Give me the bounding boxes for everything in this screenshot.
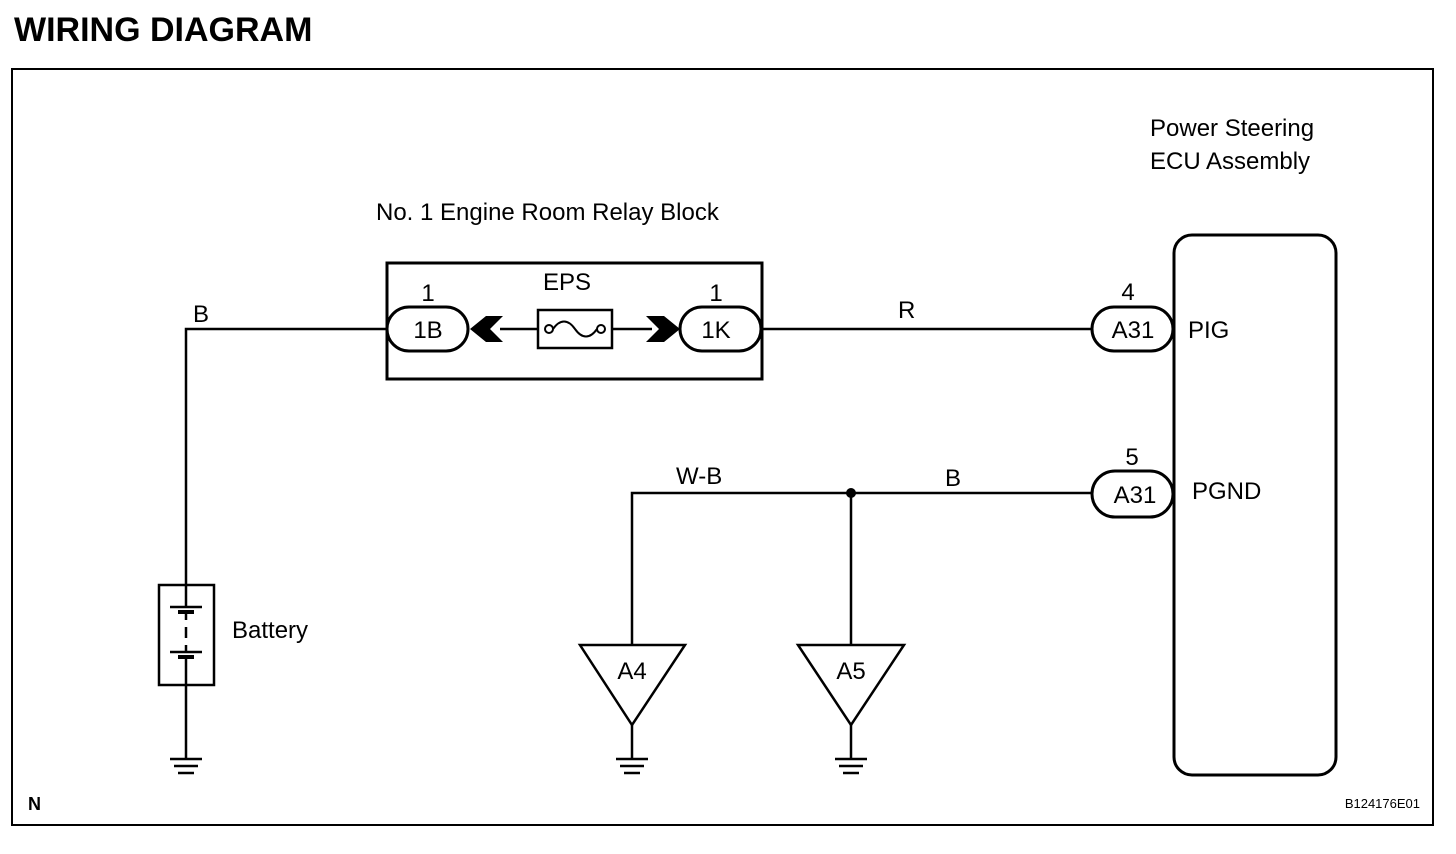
connector-a31-pig-pin: 4: [1121, 279, 1134, 306]
relay-block-label: No. 1 Engine Room Relay Block: [376, 199, 720, 226]
battery-label: Battery: [232, 617, 308, 644]
wire-r-label: R: [898, 297, 915, 324]
connector-a31-pgnd-pin: 5: [1125, 444, 1138, 471]
terminal-pgnd-label: PGND: [1192, 478, 1261, 505]
connector-1b-label: 1B: [413, 317, 442, 344]
fuse-icon: [536, 308, 614, 350]
terminal-pig-label: PIG: [1188, 317, 1229, 344]
connector-1b-pin: 1: [421, 280, 434, 307]
connector-arrow-right-icon: [646, 316, 680, 342]
wire-b-battery-label: B: [193, 301, 209, 328]
splice-point: [846, 488, 856, 498]
wire-b-battery: [184, 327, 387, 585]
connector-1k-pin: 1: [709, 280, 722, 307]
page-title: WIRING DIAGRAM: [14, 11, 312, 49]
battery-icon: [157, 583, 216, 775]
ground-a5-label: A5: [836, 658, 865, 685]
fuse-label: EPS: [543, 269, 591, 296]
wire-wb-label: W-B: [676, 463, 722, 490]
wire-b-pgnd-label: B: [945, 465, 961, 492]
ecu-box: [1172, 233, 1338, 777]
ground-a4-label: A4: [617, 658, 646, 685]
figure-code: B124176E01: [1345, 796, 1420, 811]
connector-a31-pig: [1090, 305, 1175, 353]
connector-a31-pgnd-label: A31: [1114, 482, 1157, 509]
connector-1k: [678, 305, 763, 353]
ecu-label-line1: Power Steering: [1150, 115, 1314, 142]
diagram-frame: [11, 68, 1434, 826]
footer-left-mark: N: [28, 794, 41, 814]
connector-1k-label: 1K: [701, 317, 730, 344]
ground-point-a5: [795, 643, 907, 775]
connector-a31-pgnd: [1090, 469, 1175, 519]
ground-point-a4: [577, 643, 688, 775]
connector-arrow-left-icon: [470, 316, 503, 342]
connector-a31-pig-label: A31: [1112, 317, 1155, 344]
ecu-label-line2: ECU Assembly: [1150, 148, 1310, 175]
wire-wb-ground: [630, 491, 1092, 645]
